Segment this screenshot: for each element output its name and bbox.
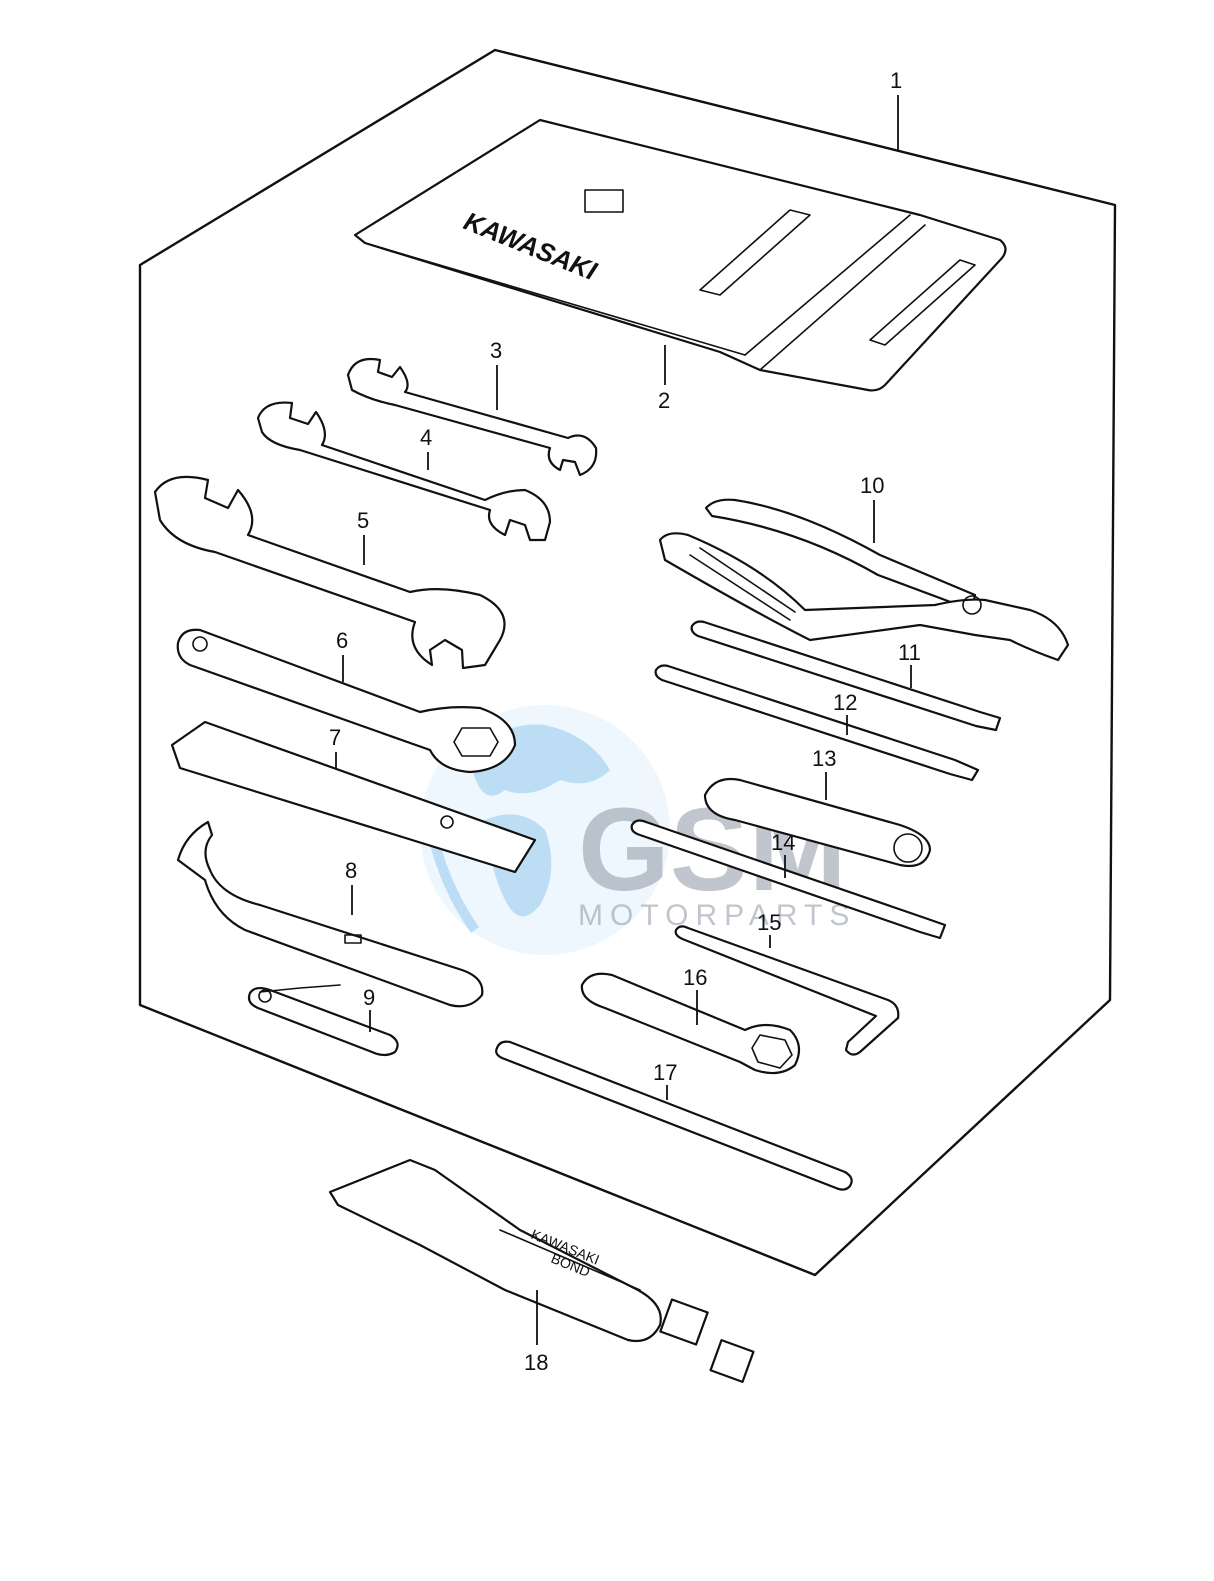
callout-11: 11 — [898, 640, 921, 665]
callout-7: 7 — [329, 725, 341, 750]
callout-15: 15 — [757, 910, 781, 935]
callout-17: 17 — [653, 1060, 677, 1085]
flat-handle-bar — [170, 720, 537, 874]
ring-spanner — [176, 628, 517, 774]
wrench-small — [346, 357, 598, 477]
callout-3: 3 — [490, 338, 502, 363]
callout-12: 12 — [833, 690, 857, 715]
spark-plug-wrench — [580, 972, 801, 1075]
callout-10: 10 — [860, 473, 884, 498]
callout-16: 16 — [683, 965, 707, 990]
callout-8: 8 — [345, 858, 357, 883]
tommy-bar — [495, 1040, 853, 1191]
callout-9: 9 — [363, 985, 375, 1010]
small-flat-wrench — [247, 984, 399, 1057]
callout-13: 13 — [812, 746, 836, 771]
callout-1: 1 — [890, 68, 902, 93]
callout-labels: 1 2 3 4 5 6 7 8 9 10 11 12 13 14 15 16 1… — [329, 68, 921, 1375]
pliers — [658, 498, 1070, 662]
bond-tube: KAWASAKI BOND — [328, 1158, 755, 1383]
screwdriver-phillips-short — [630, 819, 947, 940]
toolkit-outline — [138, 48, 1117, 1277]
callout-2: 2 — [658, 388, 670, 413]
screwdriver-handle — [703, 777, 932, 868]
callout-14: 14 — [771, 830, 795, 855]
tool-pouch: KAWASAKI — [353, 118, 1007, 392]
screwdriver-flat — [654, 664, 980, 782]
callout-4: 4 — [420, 425, 432, 450]
hook-spanner — [176, 820, 484, 1008]
watermark-subtitle: MOTORPARTS — [578, 899, 856, 932]
wrench-medium — [256, 401, 552, 542]
callout-18: 18 — [524, 1350, 548, 1375]
callout-6: 6 — [336, 628, 348, 653]
callout-5: 5 — [357, 508, 369, 533]
leader-lines — [335, 95, 912, 1345]
screwdriver-phillips-long — [690, 620, 1002, 732]
hex-key — [674, 925, 900, 1056]
wrench-large — [153, 475, 506, 670]
